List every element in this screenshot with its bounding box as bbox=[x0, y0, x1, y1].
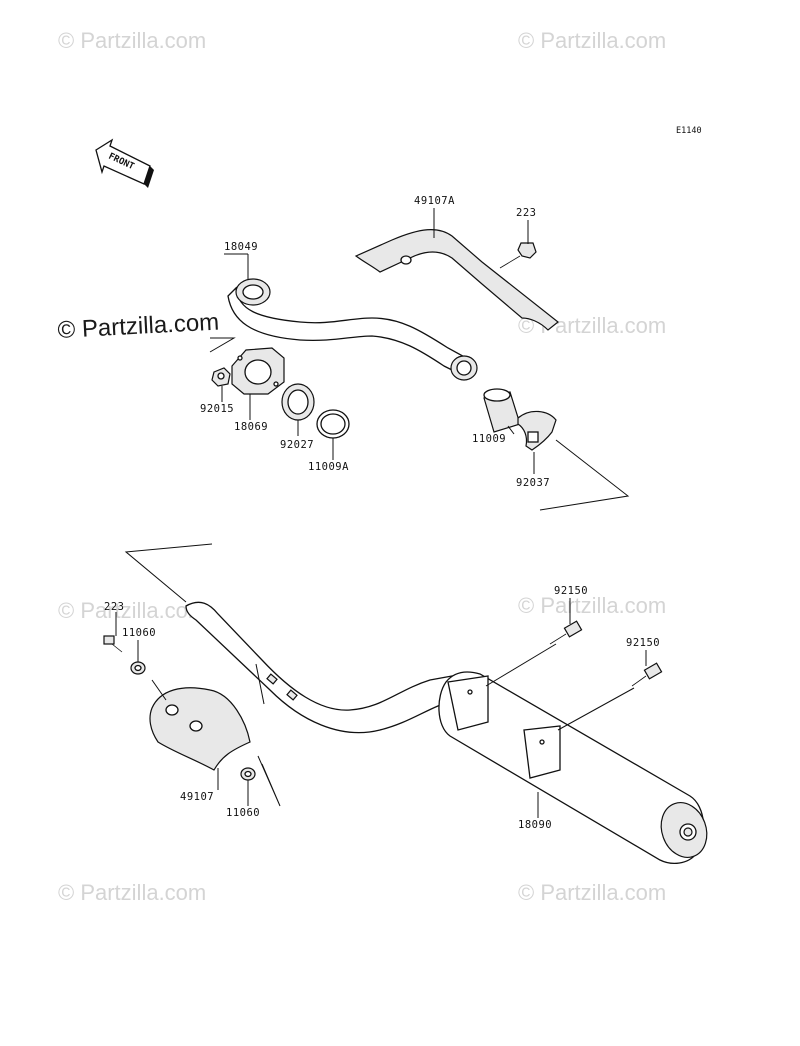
exhaust-gasket bbox=[281, 383, 315, 421]
part-label-92015: 92015 bbox=[200, 403, 234, 415]
part-label-11060-lower: 11060 bbox=[226, 807, 260, 819]
watermark: © Partzilla.com bbox=[518, 593, 666, 618]
part-label-92037: 92037 bbox=[516, 477, 550, 489]
exhaust-flange bbox=[231, 347, 285, 395]
washer-lower bbox=[240, 767, 256, 781]
washer-upper bbox=[130, 661, 146, 675]
watermark: © Partzilla.com bbox=[58, 598, 206, 623]
flange-nut bbox=[211, 367, 231, 387]
part-label-223-lower: 223 bbox=[104, 601, 124, 613]
part-label-92150-lower: 92150 bbox=[626, 637, 660, 649]
upper-bolt bbox=[499, 242, 537, 269]
part-label-18090: 18090 bbox=[518, 819, 552, 831]
leader-lines-lower bbox=[115, 543, 647, 818]
part-labels: 18049 49107A 223 92015 18069 92027 11009… bbox=[104, 195, 660, 831]
silencer-bolt-upper bbox=[549, 620, 583, 645]
head-pipe bbox=[227, 278, 478, 381]
exhaust-seal-front bbox=[316, 409, 350, 439]
diagram-code: E1140 bbox=[676, 126, 702, 136]
part-label-223-upper: 223 bbox=[516, 207, 536, 219]
watermark: © Partzilla.com bbox=[58, 28, 206, 53]
lower-heat-guard bbox=[149, 687, 251, 771]
silencer bbox=[438, 671, 708, 865]
lower-bolt bbox=[103, 635, 123, 653]
part-label-11060-upper: 11060 bbox=[122, 627, 156, 639]
part-label-18049: 18049 bbox=[224, 241, 258, 253]
part-label-49107: 49107 bbox=[180, 791, 214, 803]
part-label-92027: 92027 bbox=[280, 439, 314, 451]
watermark: © Partzilla.com bbox=[58, 880, 206, 905]
leader-lines-upper bbox=[209, 208, 630, 511]
exhaust-clamp bbox=[517, 410, 557, 451]
front-arrow-icon: FRONT bbox=[95, 138, 154, 188]
part-label-92150-upper: 92150 bbox=[554, 585, 588, 597]
exhaust-seal-rear bbox=[483, 388, 521, 433]
silencer-bolt-lower bbox=[631, 662, 663, 687]
upper-heat-guard bbox=[354, 229, 559, 331]
watermark: © Partzilla.com bbox=[518, 880, 666, 905]
watermark-dark: © Partzilla.com bbox=[57, 309, 220, 344]
part-label-11009: 11009 bbox=[472, 433, 506, 445]
part-label-49107A: 49107A bbox=[414, 195, 455, 207]
part-label-18069: 18069 bbox=[234, 421, 268, 433]
watermark: © Partzilla.com bbox=[518, 28, 666, 53]
part-label-11009A: 11009A bbox=[308, 461, 349, 473]
